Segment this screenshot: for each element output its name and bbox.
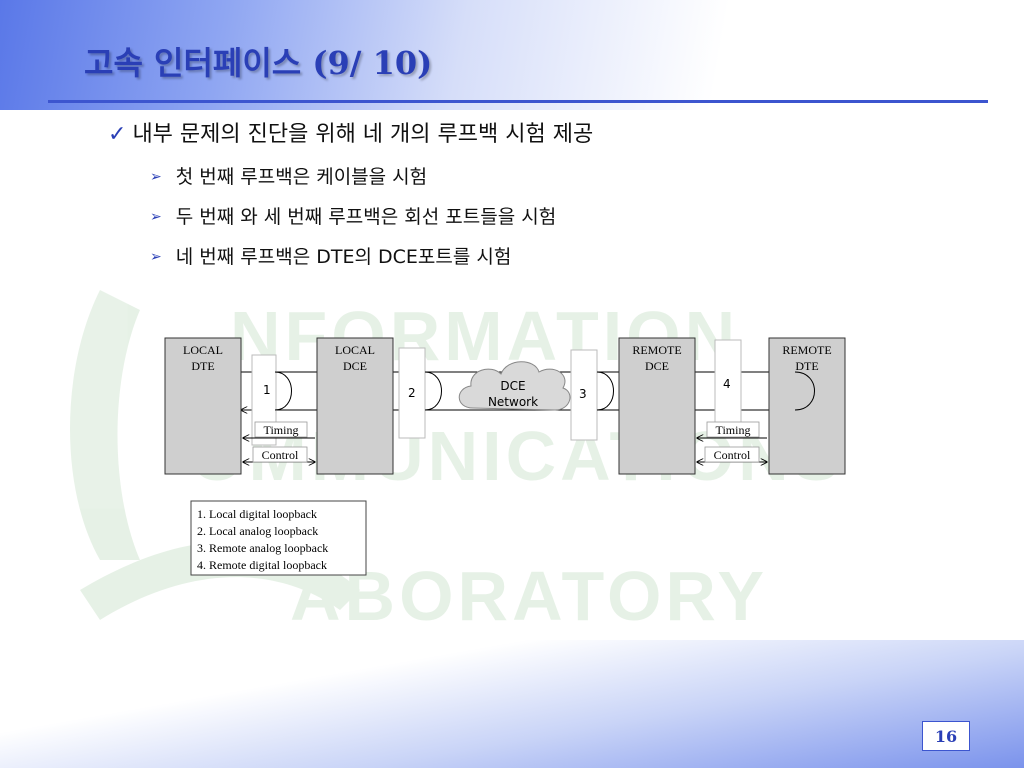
arrow-bullet-icon: ➢ <box>150 209 162 225</box>
loop-strip-3 <box>570 349 598 441</box>
sub-bullet-text: 첫 번째 루프백은 케이블을 시험 <box>175 166 428 188</box>
cloud-icon <box>458 361 571 411</box>
arrow-bullet-icon: ➢ <box>150 169 162 185</box>
local-dce-label-2: DCE <box>343 359 367 373</box>
loop-number-1: 1 <box>263 383 271 397</box>
arrow-bullet-icon: ➢ <box>150 249 162 265</box>
loop-strip-2 <box>398 347 426 439</box>
remote-dte-label-2: DTE <box>795 359 818 373</box>
legend-item-1: 1. Local digital loopback <box>197 507 317 521</box>
page-title: 고속 인터페이스 (9/ 10) <box>84 44 433 82</box>
loop-number-2: 2 <box>408 386 416 400</box>
loop-number-4: 4 <box>723 377 731 391</box>
main-bullet: ✓내부 문제의 진단을 위해 네 개의 루프백 시험 제공 <box>108 116 593 148</box>
watermark-word-3: ABORATORY <box>290 557 768 635</box>
timing-label-left: Timing <box>264 423 299 437</box>
timing-label-right: Timing <box>716 423 751 437</box>
legend-item-2: 2. Local analog loopback <box>197 524 318 538</box>
control-label-right: Control <box>714 448 751 462</box>
loop-number-3: 3 <box>579 387 587 401</box>
page-number: 16 <box>922 721 970 751</box>
sub-bullet-text: 두 번째 와 세 번째 루프백은 회선 포트들을 시험 <box>175 206 557 228</box>
remote-dce-label-1: REMOTE <box>632 343 681 357</box>
network-label-1: DCE <box>500 379 525 393</box>
legend-box <box>190 500 367 576</box>
loopback-diagram: LOCAL DTE LOCAL DCE REMOTE DCE REMOTE DT… <box>164 337 846 576</box>
check-icon: ✓ <box>108 122 127 147</box>
remote-dce-label-2: DCE <box>645 359 669 373</box>
title-divider <box>48 100 988 103</box>
network-label-2: Network <box>488 395 538 409</box>
sub-bullet-2: ➢ 두 번째 와 세 번째 루프백은 회선 포트들을 시험 <box>150 202 556 229</box>
remote-dte-label-1: REMOTE <box>782 343 831 357</box>
local-dce-box <box>316 337 394 475</box>
legend-item-4: 4. Remote digital loopback <box>197 558 327 572</box>
sub-bullet-3: ➢ 네 번째 루프백은 DTE의 DCE포트를 시험 <box>150 242 511 269</box>
sub-bullet-1: ➢ 첫 번째 루프백은 케이블을 시험 <box>150 162 427 189</box>
local-dte-label-2: DTE <box>191 359 214 373</box>
sub-bullet-text: 네 번째 루프백은 DTE의 DCE포트를 시험 <box>175 246 512 268</box>
local-dce-label-1: LOCAL <box>335 343 375 357</box>
loop-strip-4 <box>714 339 742 431</box>
footer-gradient <box>0 640 1024 768</box>
legend-item-3: 3. Remote analog loopback <box>197 541 328 555</box>
remote-dce-box <box>618 337 696 475</box>
main-bullet-text: 내부 문제의 진단을 위해 네 개의 루프백 시험 제공 <box>132 122 594 147</box>
local-dte-label-1: LOCAL <box>183 343 223 357</box>
control-label-left: Control <box>262 448 299 462</box>
header-gradient <box>0 0 1024 110</box>
local-dte-box <box>164 337 242 475</box>
